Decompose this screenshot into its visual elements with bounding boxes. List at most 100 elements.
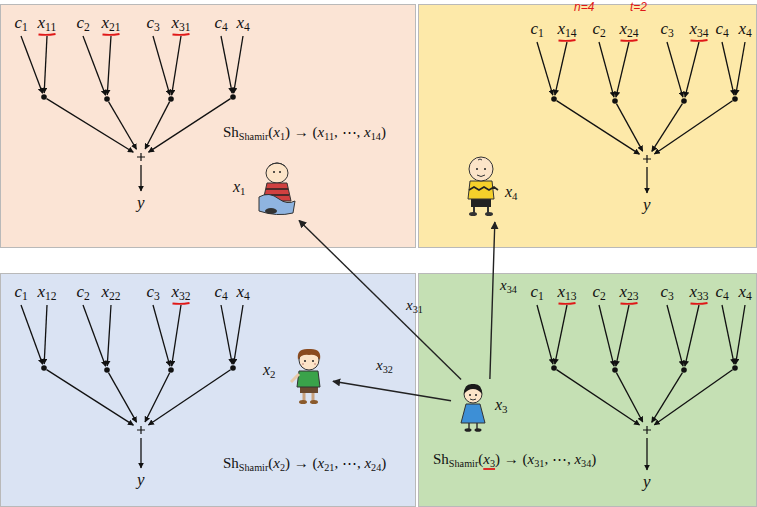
- drawing-part: [469, 157, 493, 181]
- edge-label: x32: [376, 356, 393, 374]
- circuit-input-label: x13: [558, 282, 577, 302]
- math-variable: x: [690, 282, 698, 301]
- math-variable: x: [233, 178, 240, 195]
- math-token: c2: [593, 282, 606, 301]
- math-token: x1: [273, 124, 285, 140]
- drawing-part: [475, 394, 477, 396]
- subscript: 22: [109, 290, 121, 303]
- circuit-wire: [83, 305, 106, 366]
- drawing-part: [266, 163, 288, 183]
- circuit-wire: [234, 305, 243, 364]
- circuit-wire: [616, 373, 642, 422]
- math-variable: c: [77, 13, 85, 32]
- circuit-wire: [44, 36, 47, 93]
- subscript: 3: [502, 403, 507, 415]
- math-variable: x: [273, 455, 280, 471]
- subscript: 34: [581, 458, 591, 469]
- math-token: c3: [147, 13, 160, 32]
- math-variable: y: [643, 472, 651, 491]
- math-token: x34: [574, 451, 591, 467]
- subscript: 4: [244, 21, 250, 34]
- subscript: 13: [565, 290, 577, 303]
- party-node: x3: [453, 381, 525, 433]
- subscript: 33: [697, 290, 709, 303]
- math-token: y: [643, 472, 651, 491]
- math-variable: x: [102, 282, 110, 301]
- math-token: c2: [77, 282, 90, 301]
- math-variable: x: [364, 124, 371, 140]
- circuit-wire: [107, 36, 111, 95]
- drawing-part: [464, 384, 482, 394]
- drawing-part: [469, 187, 498, 190]
- math-variable: c: [716, 282, 724, 301]
- drawing-part: [476, 168, 478, 170]
- circuit-wire: [221, 305, 232, 364]
- multiply-gate: [104, 96, 110, 102]
- math-variable: x: [739, 282, 747, 301]
- drawing-part: [297, 371, 320, 387]
- circuit-wire: [153, 305, 170, 366]
- drawing-part: [259, 194, 295, 214]
- multiply-gate: [168, 367, 174, 373]
- math-variable: c: [593, 19, 601, 38]
- circuit-wire: [149, 99, 231, 152]
- circuit-input-label: c4: [716, 19, 729, 39]
- math-variable: c: [661, 282, 669, 301]
- subscript: 2: [84, 290, 90, 303]
- math-token: c2: [593, 19, 606, 38]
- math-token: x23: [620, 282, 639, 301]
- circuit-drawing: [1, 274, 417, 507]
- multiply-gate: [732, 365, 738, 371]
- circuit-wire: [140, 438, 141, 468]
- drawing-part: [461, 404, 485, 423]
- multiply-gate: [732, 96, 738, 102]
- circuit-wire: [616, 104, 642, 151]
- add-gate: [137, 153, 145, 161]
- circuit-wire: [667, 305, 683, 366]
- circuit-wire: [145, 373, 170, 422]
- multiply-gate: [612, 367, 618, 373]
- math-variable: x: [505, 183, 512, 200]
- circuit-input-label: x12: [38, 282, 57, 302]
- subscript: 3: [668, 290, 674, 303]
- subscript: 32: [179, 290, 191, 303]
- subscript: 2: [270, 368, 275, 380]
- circuit-output-label: y: [643, 472, 651, 492]
- subscript: 12: [45, 290, 57, 303]
- circuit-wire: [47, 99, 134, 153]
- subscript: 21: [324, 462, 334, 473]
- circuit-output-label: y: [643, 195, 651, 215]
- math-variable: x: [318, 124, 325, 140]
- subscript: 4: [244, 290, 250, 303]
- circuit-input-label: c1: [531, 19, 544, 39]
- circuit-wire: [221, 36, 232, 93]
- circuit-input-label: x4: [237, 13, 250, 33]
- math-token: c1: [15, 282, 28, 301]
- party-panel: c1x12c2x22c3x32c4x4yShShamir(x2) → (x21,…: [0, 273, 416, 507]
- party-node: x2: [259, 344, 331, 406]
- math-variable: x: [690, 19, 698, 38]
- party-node: x4: [459, 150, 533, 220]
- circuit-input-label: x11: [38, 13, 57, 33]
- drawing-part: [291, 374, 299, 382]
- edge-label: x31: [406, 296, 423, 314]
- multiply-gate: [104, 367, 110, 373]
- drawing-part: [478, 159, 482, 160]
- math-token: x3: [483, 451, 495, 467]
- circuit-input-label: c3: [147, 13, 160, 33]
- math-token: x33: [690, 282, 709, 301]
- math-token: c4: [215, 13, 228, 32]
- subscript: 34: [507, 284, 517, 295]
- math-variable: y: [137, 193, 145, 212]
- circuit-input-label: c1: [15, 13, 28, 33]
- circuit-input-label: x34: [690, 19, 709, 39]
- subscript: 1: [280, 131, 285, 142]
- math-variable: c: [15, 282, 23, 301]
- math-variable: x: [406, 297, 413, 313]
- subscript: Shamir: [239, 131, 268, 142]
- subscript: 24: [627, 27, 639, 40]
- subscript: 31: [534, 458, 544, 469]
- math-variable: c: [716, 19, 724, 38]
- circuit-input-label: c2: [593, 282, 606, 302]
